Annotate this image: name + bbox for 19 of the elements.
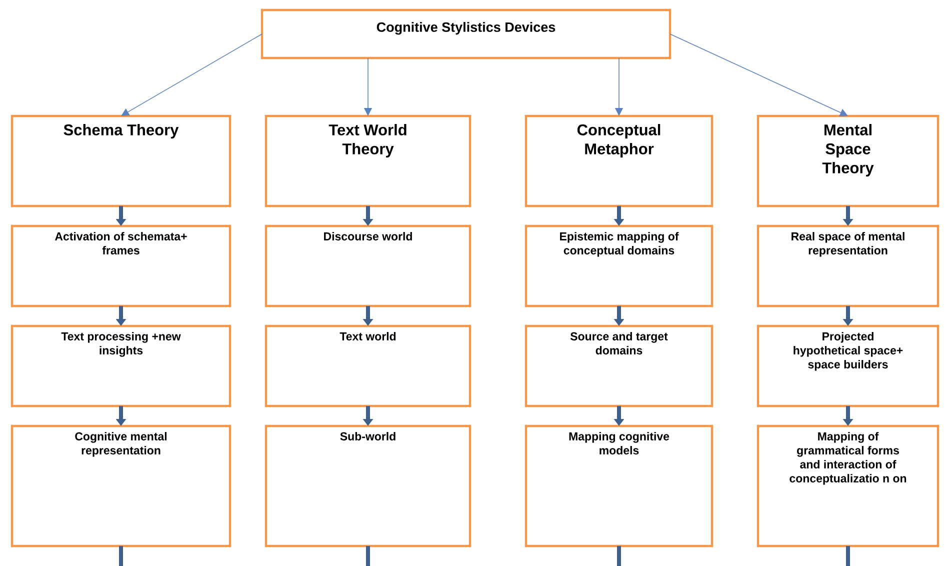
concept-box: Epistemic mapping of conceptual domains <box>524 224 714 308</box>
concept-box: Sub-world <box>264 424 472 548</box>
arrow <box>121 34 262 116</box>
arrow <box>670 34 848 116</box>
concept-box: Mapping cognitive models <box>524 424 714 548</box>
concept-box: Mapping of grammatical forms and interaction of conceptualizatio n on <box>756 424 940 548</box>
concept-box: Text world <box>264 324 472 408</box>
theory-box: Text World Theory <box>264 114 472 208</box>
concept-box: Cognitive mental representation <box>10 424 232 548</box>
concept-box: Activation of schemata+ frames <box>10 224 232 308</box>
concept-box: Text processing +new insights <box>10 324 232 408</box>
concept-box: Projected hypothetical space+ space builders <box>756 324 940 408</box>
theory-box: Schema Theory <box>10 114 232 208</box>
concept-box: Source and target domains <box>524 324 714 408</box>
concept-box: Discourse world <box>264 224 472 308</box>
concept-box: Real space of mental representation <box>756 224 940 308</box>
theory-box: Mental Space Theory <box>756 114 940 208</box>
title-box: Cognitive Stylistics Devices <box>260 8 672 60</box>
theory-box: Conceptual Metaphor <box>524 114 714 208</box>
